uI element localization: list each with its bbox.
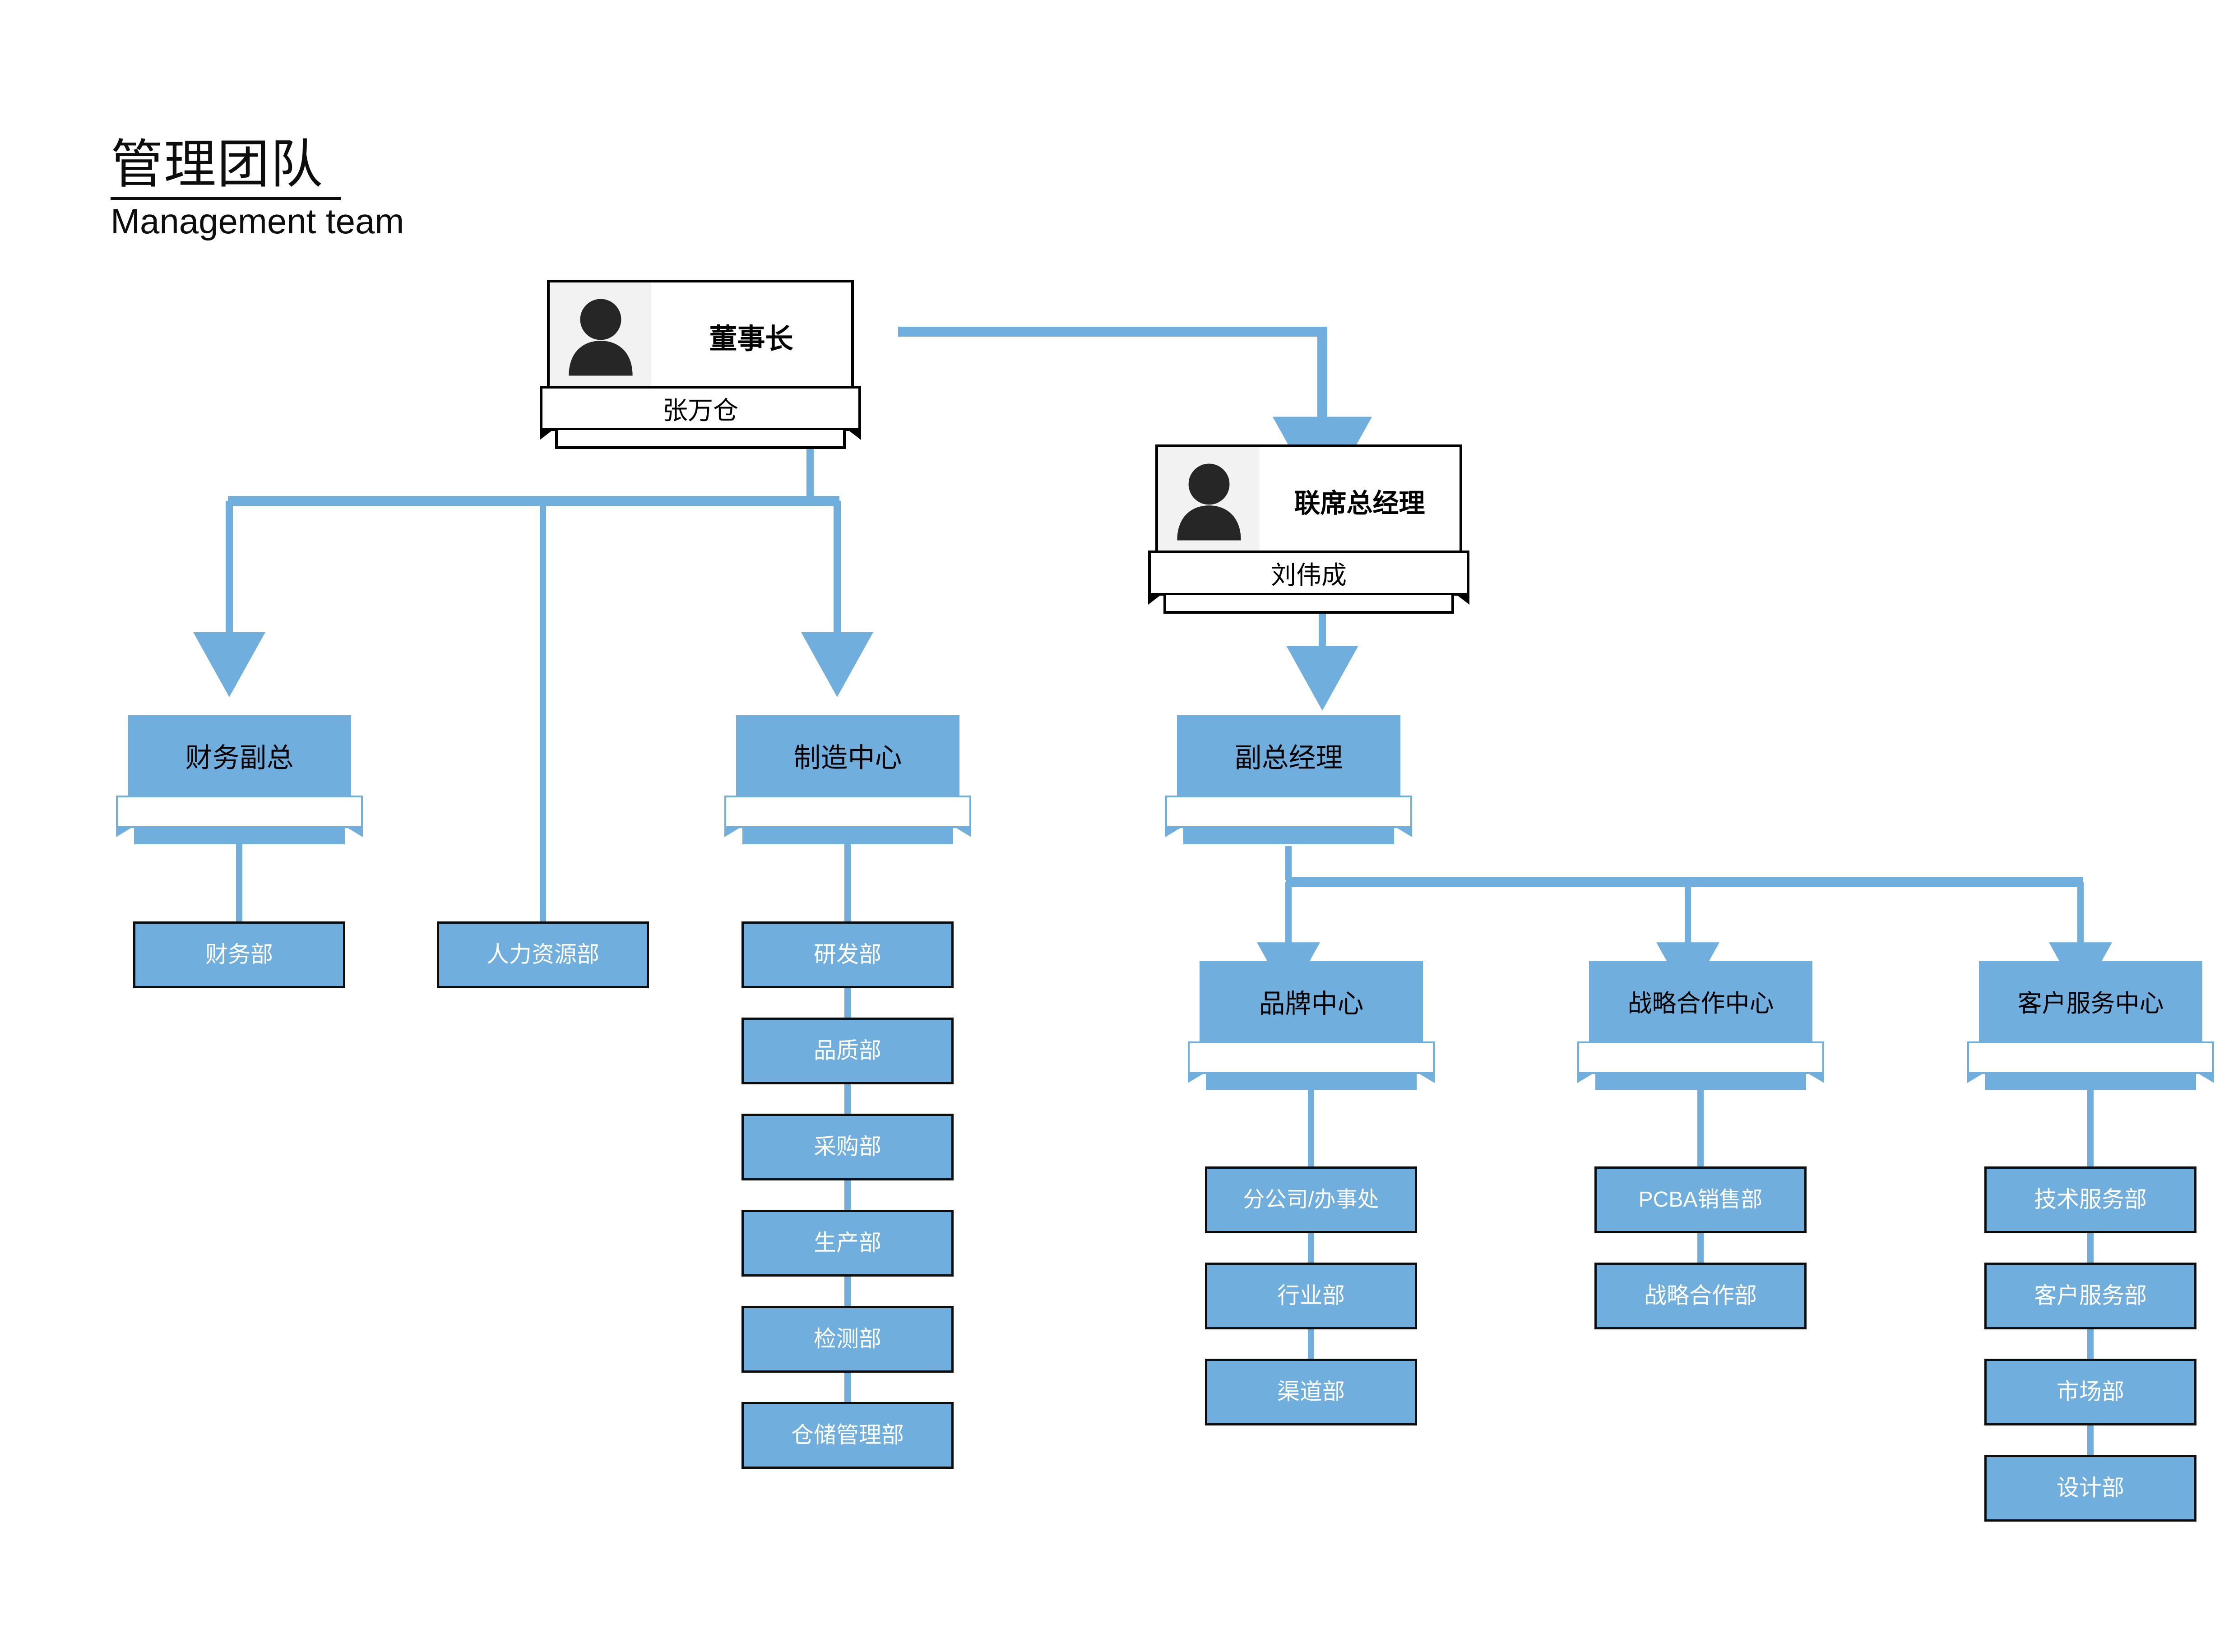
- brand-center-title: 品牌中心: [1200, 961, 1423, 1047]
- finance-vp-fold-left-icon: [116, 826, 134, 837]
- edge-chairman-to-cogm: [898, 327, 1372, 506]
- node-brand-center[interactable]: 品牌中心: [1188, 961, 1435, 1090]
- chairman-name-plate: 张万仓: [540, 386, 861, 431]
- dept-purchase[interactable]: 采购部: [741, 1114, 954, 1180]
- node-strategy-center[interactable]: 战略合作中心: [1577, 961, 1824, 1090]
- dept-branch-office[interactable]: 分公司/办事处: [1205, 1166, 1417, 1233]
- title-english: Management team: [111, 201, 404, 241]
- service-center-fold-left-icon: [1967, 1072, 1985, 1083]
- title-chinese: 管理团队: [111, 135, 324, 194]
- page-title: 管理团队 Management team: [111, 135, 404, 241]
- dept-technical-service[interactable]: 技术服务部: [1984, 1166, 2196, 1233]
- manufacturing-name-plate: [724, 796, 971, 828]
- dept-customer-service[interactable]: 客户服务部: [1984, 1263, 2196, 1329]
- brand-center-fold-left-icon: [1188, 1072, 1206, 1083]
- node-service-center[interactable]: 客户服务中心: [1967, 961, 2214, 1090]
- strategy-center-ribbon-foot: [1595, 1073, 1806, 1090]
- finance-vp-title: 财务副总: [128, 715, 351, 801]
- person-silhouette-icon: [568, 299, 633, 376]
- cogm-fold-right-icon: [1454, 593, 1469, 605]
- service-center-ribbon-foot: [1985, 1073, 2196, 1090]
- dept-finance[interactable]: 财务部: [133, 921, 345, 988]
- node-deputy-general-manager[interactable]: 副总经理: [1165, 715, 1412, 846]
- dept-human-resources[interactable]: 人力资源部: [437, 921, 649, 988]
- manufacturing-title: 制造中心: [736, 715, 959, 801]
- dept-strategic-cooperation[interactable]: 战略合作部: [1594, 1263, 1807, 1329]
- cogm-photo: [1158, 447, 1260, 555]
- dept-rd[interactable]: 研发部: [741, 921, 954, 988]
- deputy-gm-fold-left-icon: [1165, 826, 1183, 837]
- strategy-center-title: 战略合作中心: [1589, 961, 1812, 1047]
- brand-center-fold-right-icon: [1417, 1072, 1435, 1083]
- dept-channel[interactable]: 渠道部: [1205, 1359, 1417, 1425]
- cogm-name-plate: 刘伟成: [1148, 551, 1469, 596]
- finance-vp-fold-right-icon: [345, 826, 363, 837]
- chairman-fold-left-icon: [540, 428, 555, 440]
- manufacturing-fold-left-icon: [724, 826, 742, 837]
- cogm-fold-left-icon: [1148, 593, 1163, 605]
- service-center-name-plate: [1967, 1041, 2214, 1074]
- service-center-fold-right-icon: [2196, 1072, 2214, 1083]
- cogm-card-body: 联席总经理: [1155, 444, 1462, 557]
- service-center-title: 客户服务中心: [1979, 961, 2202, 1047]
- strategy-center-name-plate: [1577, 1041, 1824, 1074]
- dept-design[interactable]: 设计部: [1984, 1455, 2196, 1522]
- deputy-gm-title: 副总经理: [1177, 715, 1400, 801]
- chairman-plate-shadow: [555, 430, 846, 449]
- manufacturing-fold-right-icon: [953, 826, 971, 837]
- strategy-center-fold-right-icon: [1806, 1072, 1824, 1083]
- node-finance-vp[interactable]: 财务副总: [116, 715, 363, 844]
- dept-industry[interactable]: 行业部: [1205, 1263, 1417, 1329]
- deputy-gm-fold-right-icon: [1394, 826, 1412, 837]
- node-manufacturing-center[interactable]: 制造中心: [724, 715, 971, 844]
- title-underline: [111, 196, 341, 200]
- node-co-general-manager[interactable]: 联席总经理 刘伟成: [1148, 444, 1469, 614]
- person-silhouette-icon: [1177, 463, 1241, 541]
- cogm-plate-shadow: [1163, 595, 1454, 614]
- strategy-center-fold-left-icon: [1577, 1072, 1595, 1083]
- chairman-photo: [550, 282, 651, 390]
- node-chairman[interactable]: 董事长 张万仓: [540, 280, 861, 449]
- dept-quality[interactable]: 品质部: [741, 1018, 954, 1084]
- manufacturing-ribbon-foot: [742, 827, 953, 844]
- chairman-fold-right-icon: [846, 428, 861, 440]
- dept-warehouse[interactable]: 仓储管理部: [741, 1402, 954, 1469]
- deputy-gm-name-plate: [1165, 796, 1412, 828]
- dept-production[interactable]: 生产部: [741, 1210, 954, 1277]
- dept-inspection[interactable]: 检测部: [741, 1306, 954, 1373]
- brand-center-name-plate: [1188, 1041, 1435, 1074]
- finance-vp-ribbon-foot: [134, 827, 345, 844]
- deputy-gm-ribbon-foot: [1183, 827, 1394, 844]
- dept-pcba-sales[interactable]: PCBA销售部: [1594, 1166, 1807, 1233]
- finance-vp-name-plate: [116, 796, 363, 828]
- cogm-role: 联席总经理: [1294, 489, 1425, 518]
- chairman-role: 董事长: [709, 324, 793, 355]
- dept-marketing[interactable]: 市场部: [1984, 1359, 2196, 1425]
- brand-center-ribbon-foot: [1206, 1073, 1417, 1090]
- chairman-card-body: 董事长: [547, 280, 854, 393]
